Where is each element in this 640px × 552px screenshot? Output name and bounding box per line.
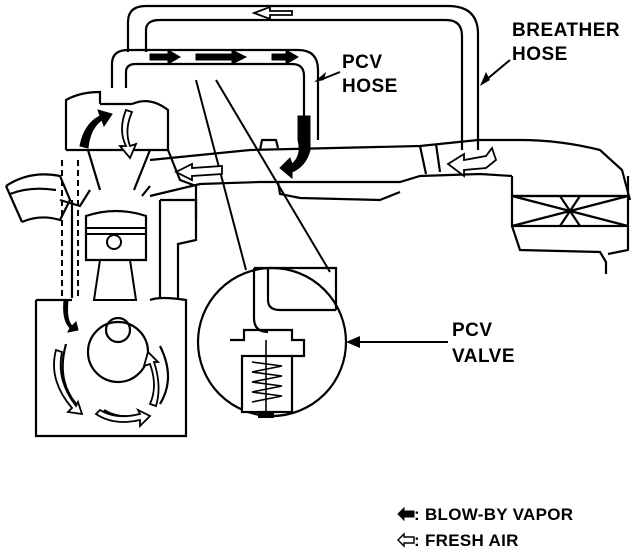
label-pcv-valve: PCV VALVE [346, 320, 515, 367]
breather-hose-label-line2: HOSE [512, 44, 568, 65]
pcv-valve-detail [195, 79, 348, 418]
legend-blowby: : BLOW-BY VAPOR [397, 505, 573, 524]
legend-fresh-air: : FRESH AIR [397, 531, 519, 550]
cylinder-block [70, 198, 198, 298]
legend: : BLOW-BY VAPOR : FRESH AIR [397, 505, 573, 550]
label-pcv-hose: PCV HOSE [314, 52, 398, 97]
piston [84, 209, 148, 301]
blowby-arrow [63, 299, 79, 333]
fresh-air-arrow [173, 162, 223, 182]
blowby-passage [61, 160, 79, 300]
legend-blowby-text: : BLOW-BY VAPOR [414, 505, 573, 524]
pcv-valve-label-line2: VALVE [452, 346, 515, 367]
fresh-air-arrow [53, 348, 84, 416]
intake-duct [149, 138, 632, 202]
pcv-hose-label-line1: PCV [342, 52, 383, 73]
fresh-air-arrow [446, 146, 498, 178]
blowby-arrows [63, 49, 311, 333]
label-breather-hose: BREATHER HOSE [480, 20, 620, 86]
fresh-air-arrow [251, 5, 293, 21]
fresh-air-arrows [53, 5, 498, 429]
intake-manifold [4, 173, 72, 224]
fresh-air-arrow [94, 407, 152, 429]
blowby-arrow [149, 49, 181, 65]
legend-fresh-air-text: : FRESH AIR [414, 531, 519, 550]
fresh-air-legend-icon [397, 532, 415, 548]
pcv-hose-label-line2: HOSE [342, 76, 398, 97]
air-cleaner [510, 176, 630, 274]
blowby-arrow [271, 49, 299, 65]
blowby-arrow [195, 49, 248, 65]
blowby-legend-icon [397, 506, 415, 522]
breather-hose-label-line1: BREATHER [512, 20, 620, 41]
pcv-hose [110, 48, 320, 140]
fresh-air-arrow [118, 108, 138, 160]
pcv-valve-label-line1: PCV [452, 320, 493, 341]
blowby-arrow [279, 115, 311, 180]
blowby-arrow [79, 109, 113, 149]
breather-hose [126, 4, 480, 150]
fresh-air-arrow [142, 350, 161, 408]
